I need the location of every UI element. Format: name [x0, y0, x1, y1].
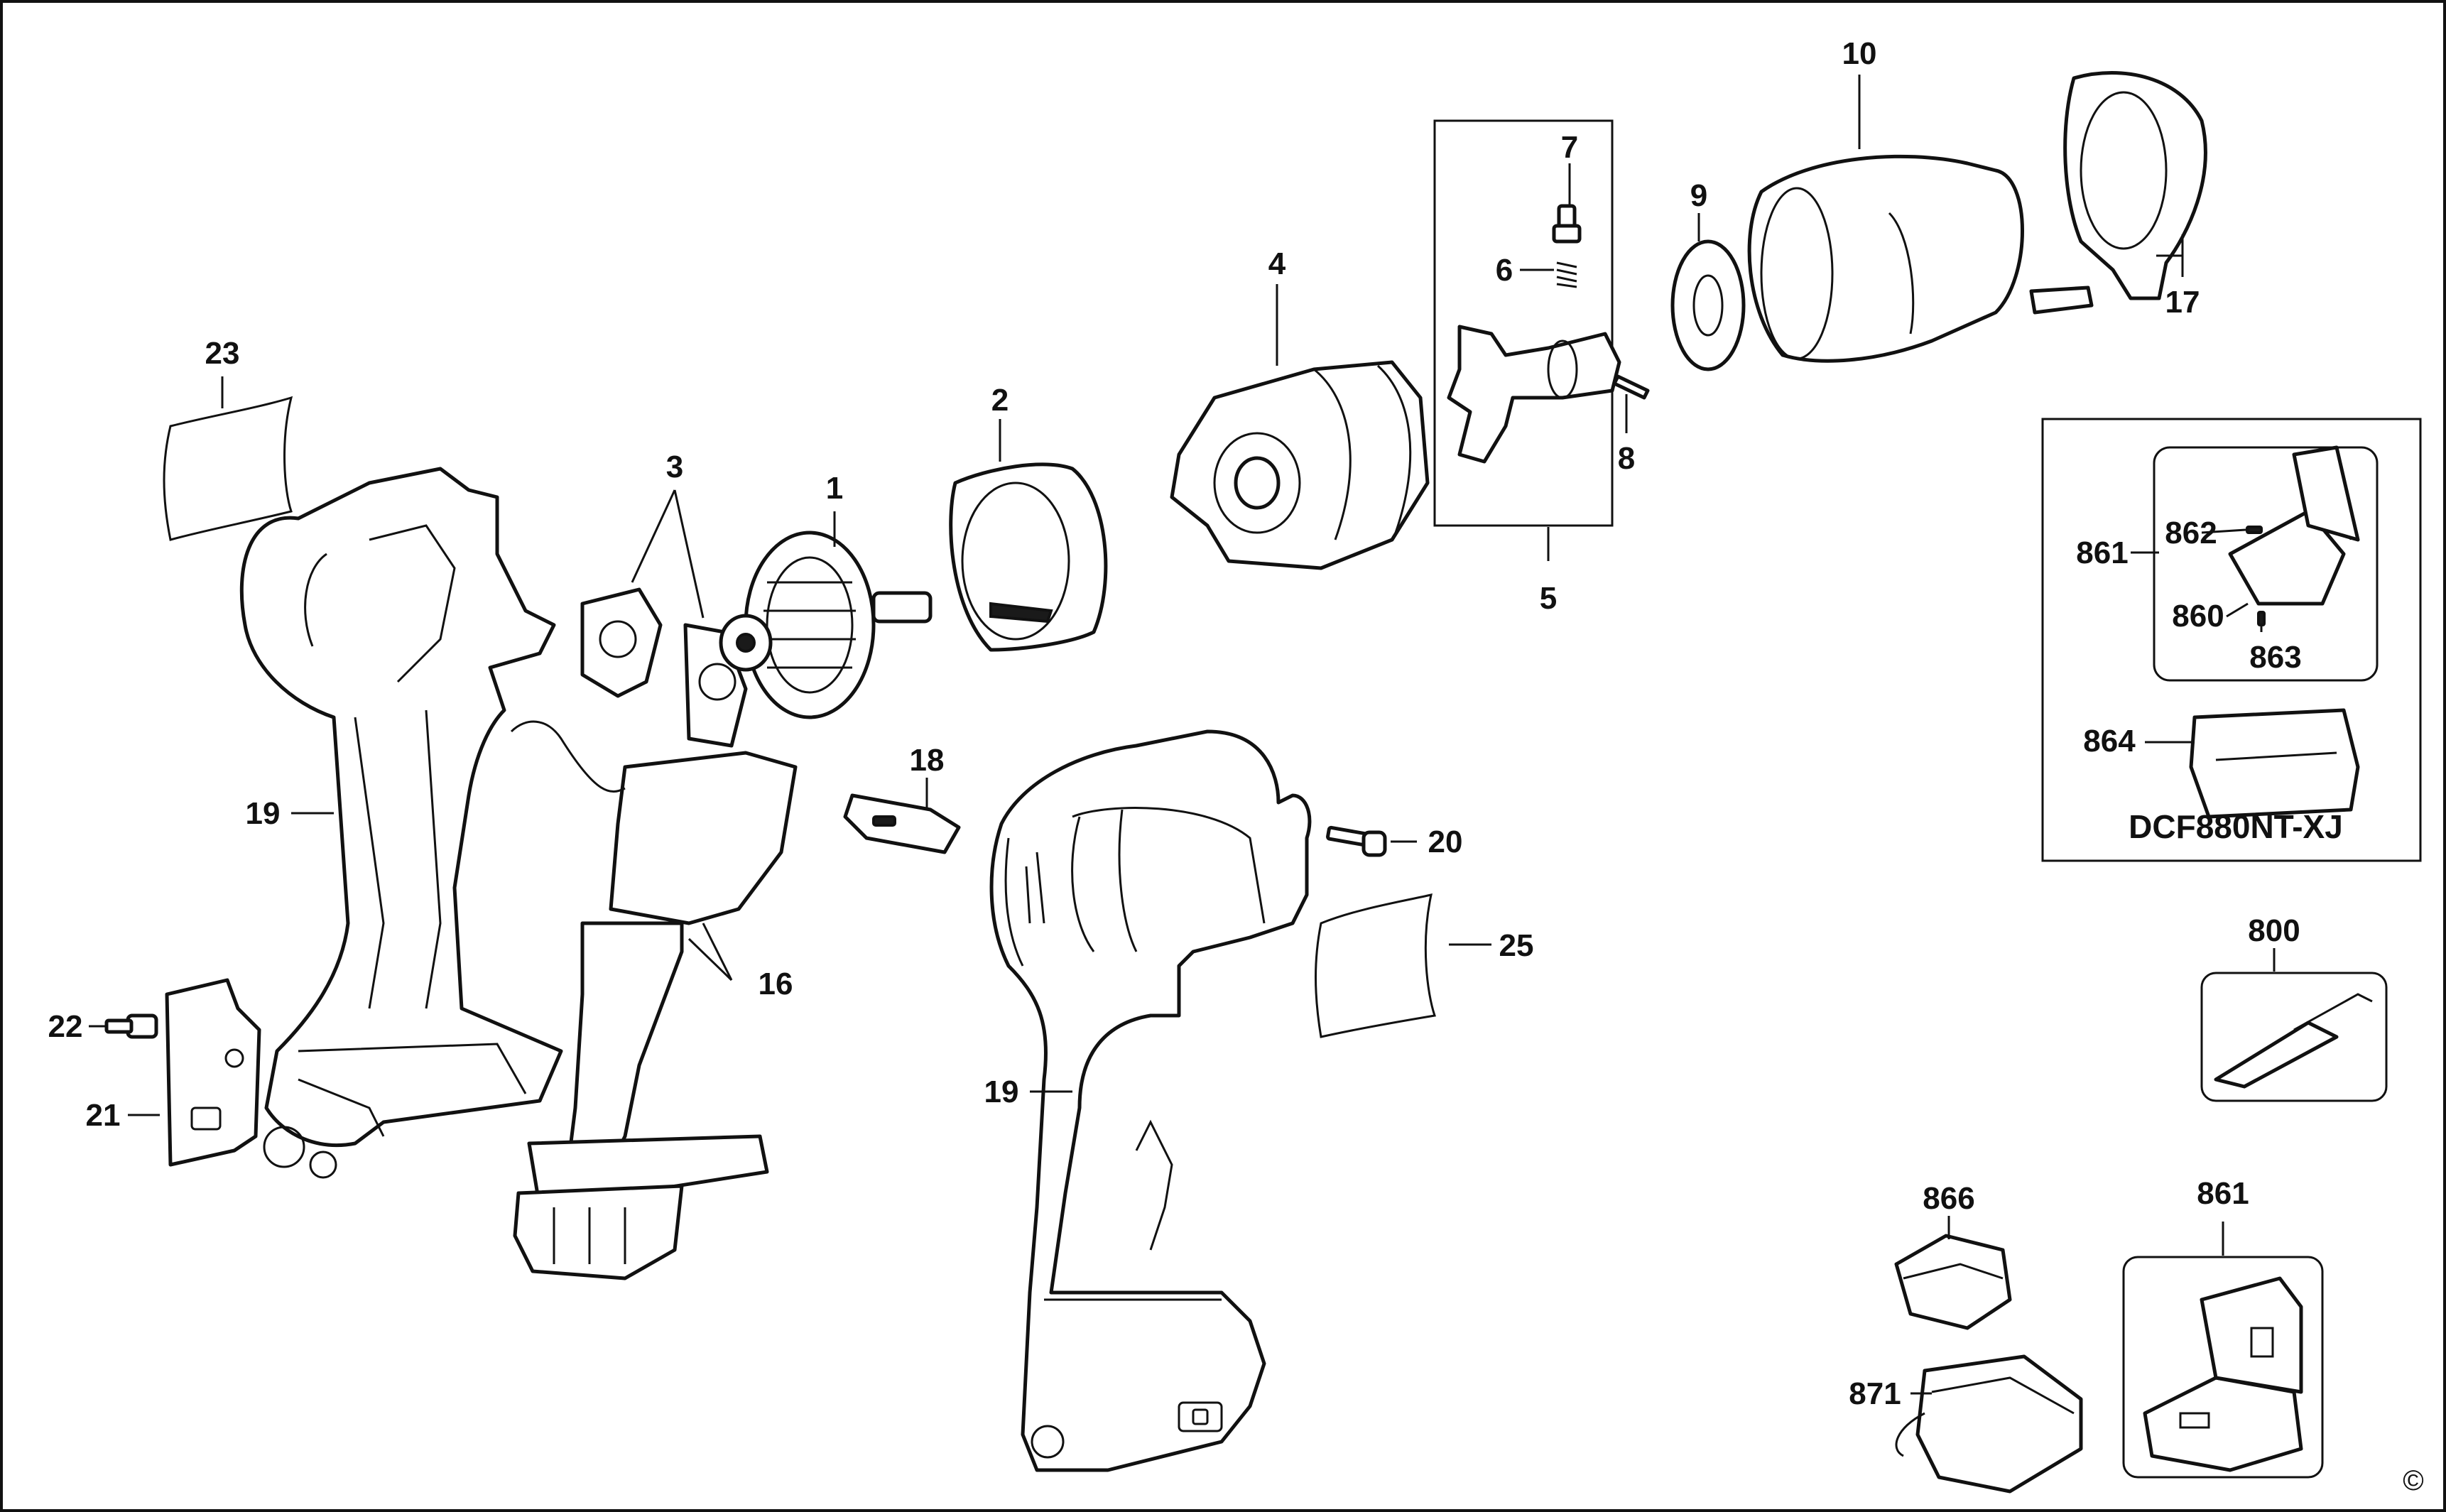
part-label-5: 5 — [1540, 581, 1557, 616]
part-label-17: 17 — [2165, 285, 2200, 320]
part-label-3: 3 — [666, 450, 683, 484]
part-label-6: 6 — [1496, 253, 1513, 288]
part-label-1: 1 — [826, 471, 843, 506]
armature-1 — [719, 531, 933, 719]
part-label-2: 2 — [991, 383, 1009, 418]
part-label-10: 10 — [1842, 36, 1877, 71]
front-cover-17 — [2029, 71, 2207, 315]
part-label-19-left: 19 — [246, 796, 281, 831]
part-label-20: 20 — [1428, 825, 1463, 859]
housing-left-half — [239, 467, 563, 1179]
charger-871 — [1895, 1354, 2083, 1494]
part-label-22: 22 — [48, 1009, 83, 1044]
part-label-23: 23 — [205, 336, 240, 371]
leader-lines — [89, 75, 2276, 1395]
washer-9 — [1670, 239, 1746, 371]
label-sticker-23 — [163, 396, 293, 541]
screw-22 — [104, 1013, 158, 1039]
kit-box — [2041, 418, 2422, 862]
part-label-800: 800 — [2248, 913, 2300, 948]
gear-housing-4 — [1170, 360, 1430, 570]
part-label-860: 860 — [2172, 599, 2224, 633]
copyright-mark: © — [2403, 1465, 2423, 1496]
part-label-9: 9 — [1690, 178, 1707, 213]
part-label-864: 864 — [2083, 724, 2136, 758]
led-18 — [843, 793, 961, 854]
battery-866 — [1894, 1234, 2012, 1330]
part-label-7: 7 — [1561, 130, 1578, 165]
kitbox-861 — [2122, 1256, 2324, 1479]
hammer-case-10 — [1747, 154, 2024, 363]
part-label-25: 25 — [1499, 928, 1534, 963]
housing-assembled-19 — [989, 729, 1312, 1472]
part-label-21: 21 — [86, 1098, 121, 1133]
accessory-box-800 — [2200, 972, 2388, 1102]
part-label-861-kit: 861 — [2076, 535, 2128, 570]
part-label-866: 866 — [1923, 1181, 1974, 1216]
part-label-4: 4 — [1268, 246, 1286, 281]
brush-holders-3 — [580, 587, 748, 748]
part-label-863: 863 — [2249, 640, 2301, 675]
part-label-871: 871 — [1849, 1376, 1901, 1411]
model-number: DCF880NT-XJ — [2129, 808, 2343, 845]
anvil-assembly-box-5 — [1433, 119, 1650, 527]
switch-16 — [510, 720, 798, 1280]
magnet-ring-2 — [949, 462, 1108, 652]
part-label-861-case: 861 — [2197, 1176, 2249, 1211]
part-label-862: 862 — [2165, 516, 2217, 550]
plate-21 — [165, 978, 261, 1167]
part-label-8: 8 — [1618, 441, 1635, 476]
label-sticker-25 — [1315, 893, 1436, 1038]
part-label-16: 16 — [759, 967, 793, 1001]
screw-20 — [1326, 825, 1387, 857]
part-label-18: 18 — [910, 743, 945, 778]
part-labels: 23 3 1 2 4 7 6 8 5 9 10 17 18 16 19 19 2… — [48, 36, 2424, 1496]
part-label-19-right: 19 — [984, 1075, 1019, 1109]
